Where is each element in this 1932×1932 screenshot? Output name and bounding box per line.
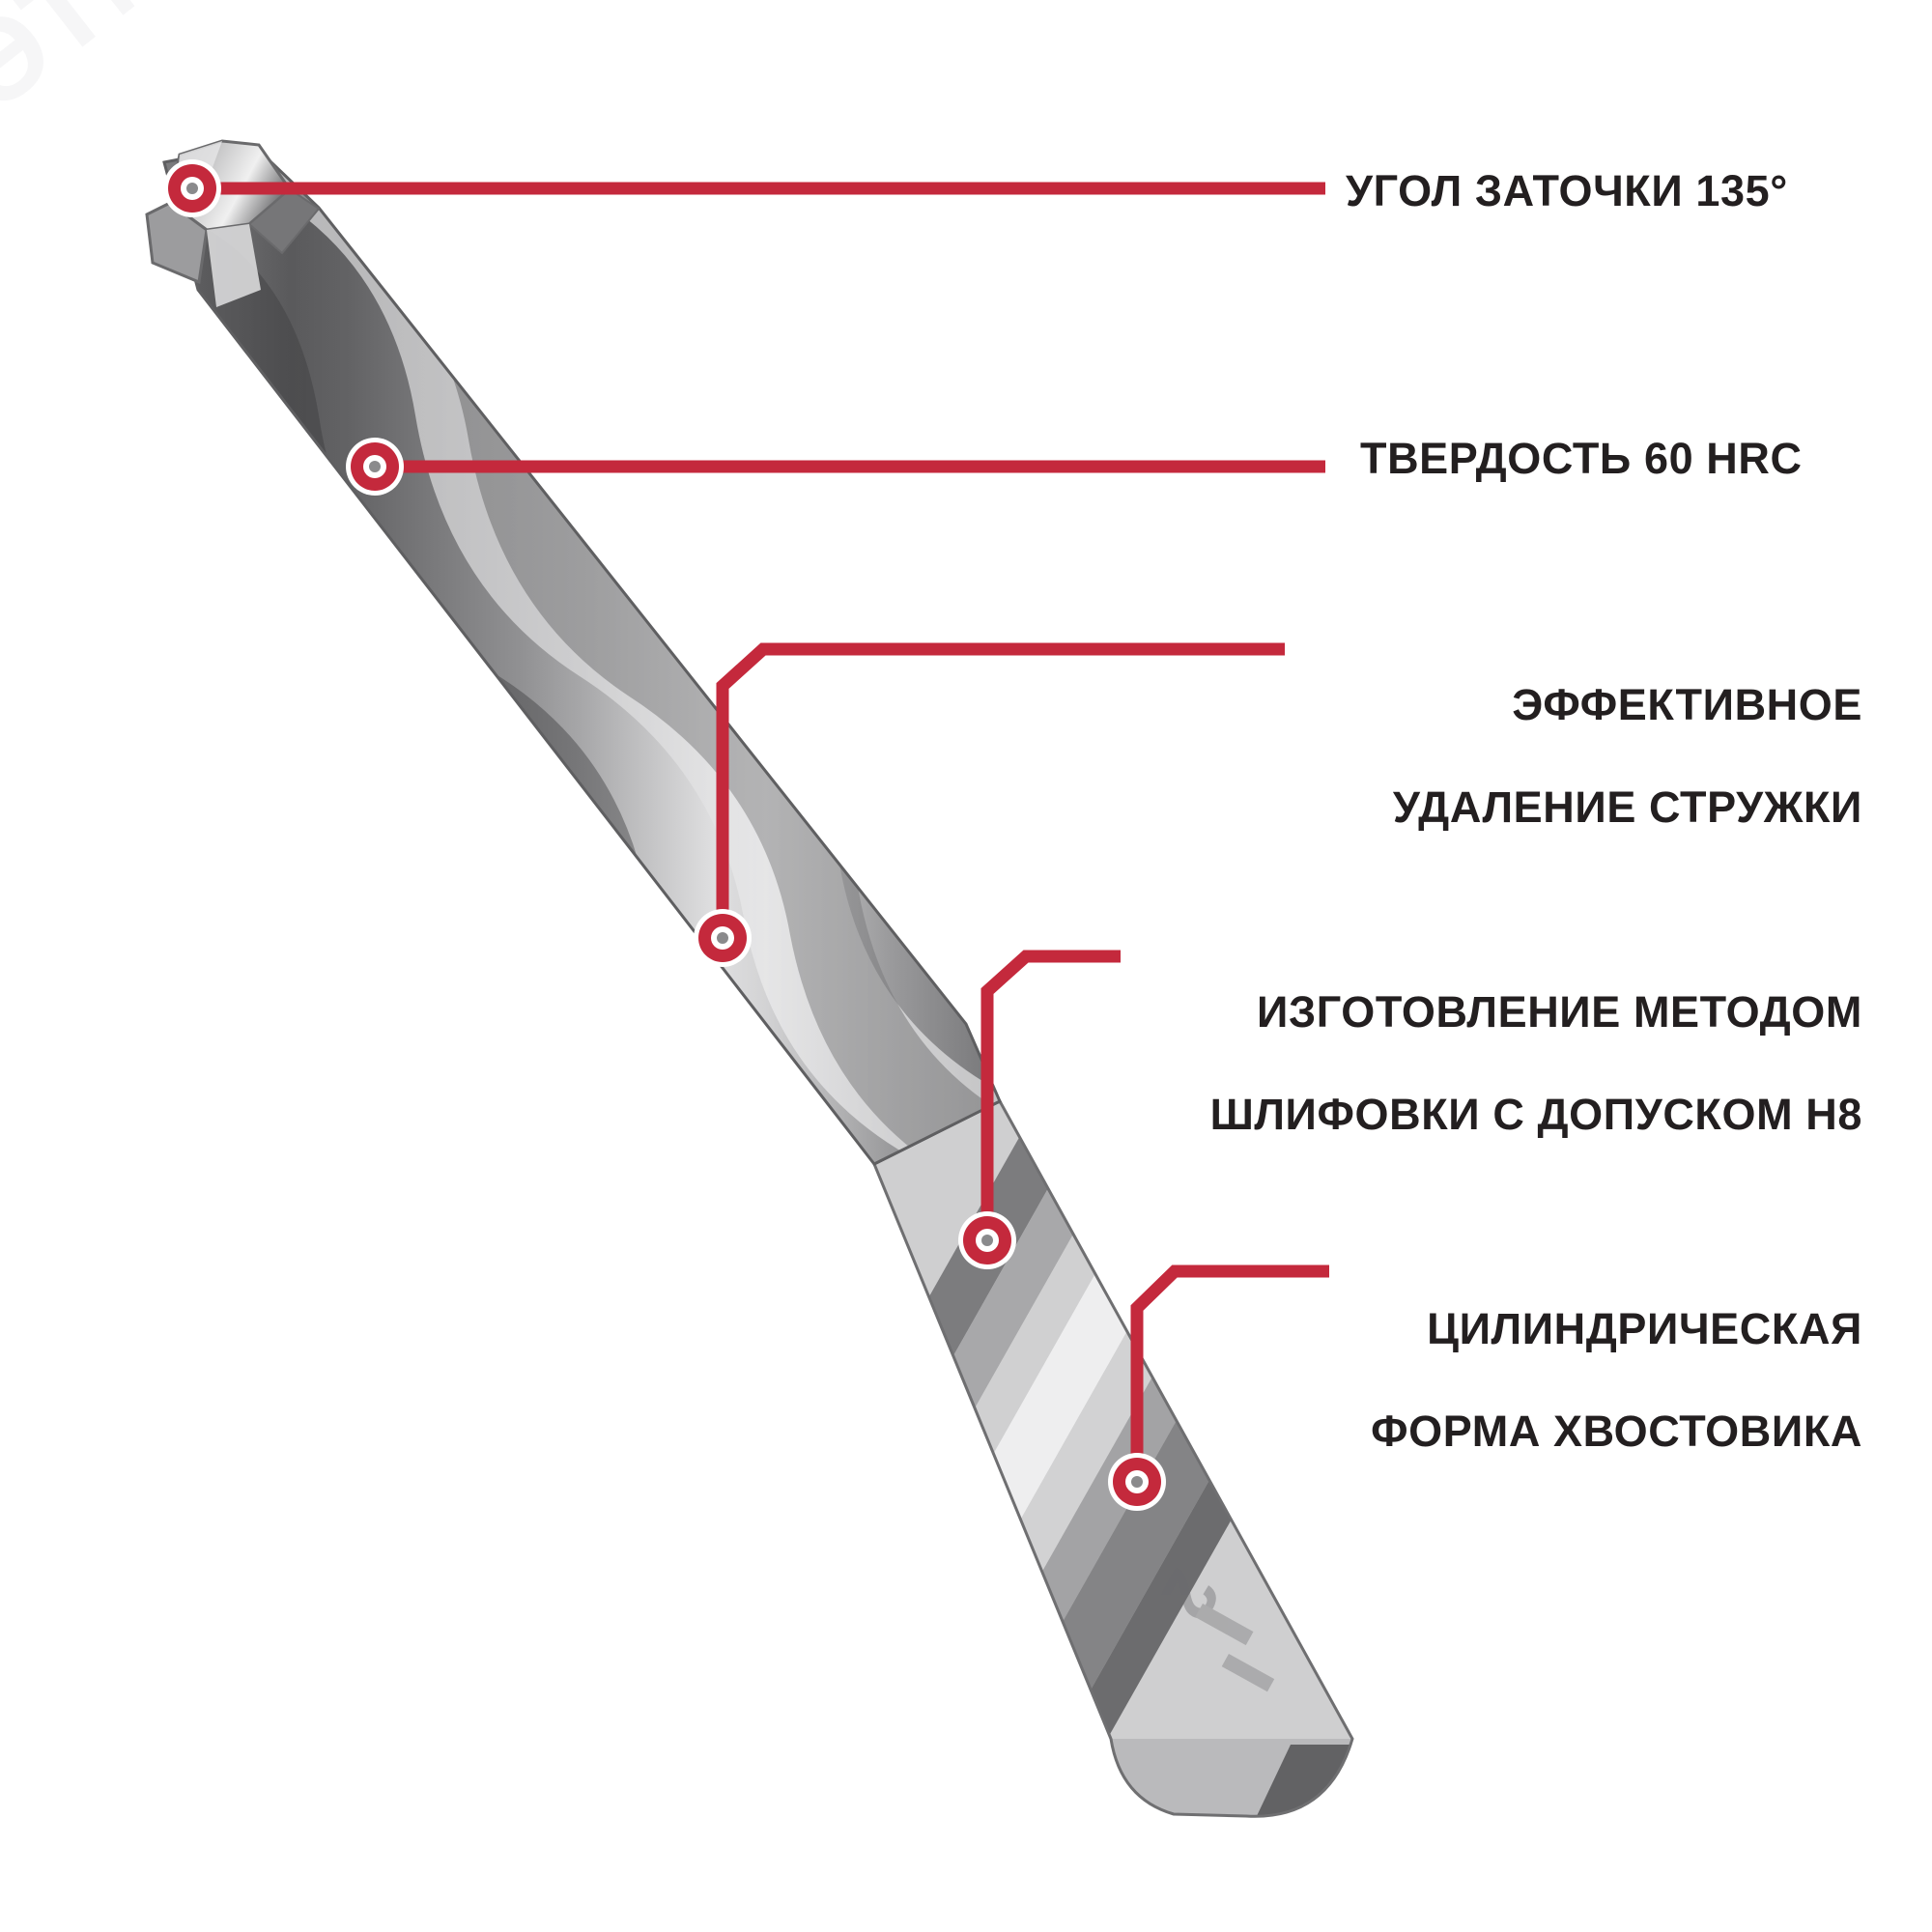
callout-line-1: ЭФФЕКТИВНОЕ — [1512, 680, 1862, 730]
target-dot-icon — [163, 159, 221, 217]
callout-dots — [163, 159, 1166, 1511]
callout-line-chip-removal — [716, 642, 1285, 938]
callout-line-grinding-tolerance — [980, 950, 1121, 1240]
callout-line-2: ФОРМА ХВОСТОВИКА — [1371, 1406, 1862, 1457]
target-dot-icon — [346, 438, 404, 496]
target-dot-icon — [958, 1211, 1016, 1269]
callout-line-2: ШЛИФОВКИ С ДОПУСКОМ H8 — [1209, 1090, 1862, 1140]
callout-label-chip-removal: ЭФФЕКТИВНОЕ УДАЛЕНИЕ СТРУЖКИ — [1302, 628, 1862, 884]
callout-line-1: ИЗГОТОВЛЕНИЕ МЕТОДОМ — [1257, 987, 1862, 1037]
callout-label-cylindrical-shank: ЦИЛИНДРИЧЕСКАЯ ФОРМА ХВОСТОВИКА — [1349, 1252, 1862, 1508]
callout-line-cylindrical-shank — [1130, 1264, 1329, 1482]
callout-line-2: УДАЛЕНИЕ СТРУЖКИ — [1392, 782, 1862, 833]
callout-line-1: ЦИЛИНДРИЧЕСКАЯ — [1427, 1304, 1862, 1354]
callout-label-sharpening-angle: УГОЛ ЗАТОЧКИ 135° — [1346, 166, 1788, 215]
shank-outline — [872, 1099, 1354, 1818]
callout-label-grinding-tolerance: ИЗГОТОВЛЕНИЕ МЕТОДОМ ШЛИФОВКИ С ДОПУСКОМ… — [1140, 935, 1862, 1191]
target-dot-icon — [1108, 1453, 1166, 1511]
callout-label-hardness: ТВЕРДОСТЬ 60 HRC — [1360, 434, 1803, 483]
callout-lines — [192, 182, 1329, 1482]
target-dot-icon — [694, 909, 752, 967]
